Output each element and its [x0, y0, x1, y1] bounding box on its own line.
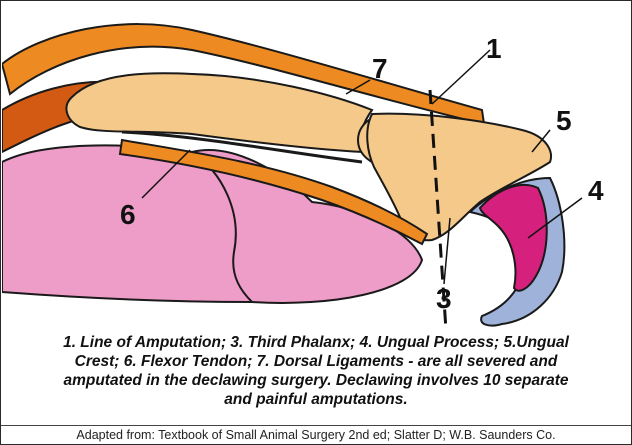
- figure-caption: 1. Line of Amputation; 3. Third Phalanx;…: [7, 333, 625, 409]
- caption-line-4: and painful amputations.: [7, 390, 625, 409]
- label-ungual-crest: 5: [556, 105, 572, 136]
- caption-line-3: amputated in the declawing surgery. Decl…: [7, 371, 625, 390]
- caption-line-1: 1. Line of Amputation; 3. Third Phalanx;…: [7, 333, 625, 352]
- claw-anatomy-illustration: 1 7 5 4 6 3: [2, 2, 630, 330]
- label-dorsal-ligaments: 7: [372, 53, 388, 84]
- label-third-phalanx: 3: [436, 283, 452, 314]
- label-ungual-process: 4: [588, 175, 604, 206]
- caption-line-2: Crest; 6. Flexor Tendon; 7. Dorsal Ligam…: [7, 352, 625, 371]
- ungual-process-shape: [480, 185, 547, 291]
- source-credit: Adapted from: Textbook of Small Animal S…: [1, 425, 631, 445]
- label-flexor-tendon: 6: [120, 199, 136, 230]
- leader-1: [432, 50, 490, 104]
- label-line-of-amputation: 1: [486, 33, 502, 64]
